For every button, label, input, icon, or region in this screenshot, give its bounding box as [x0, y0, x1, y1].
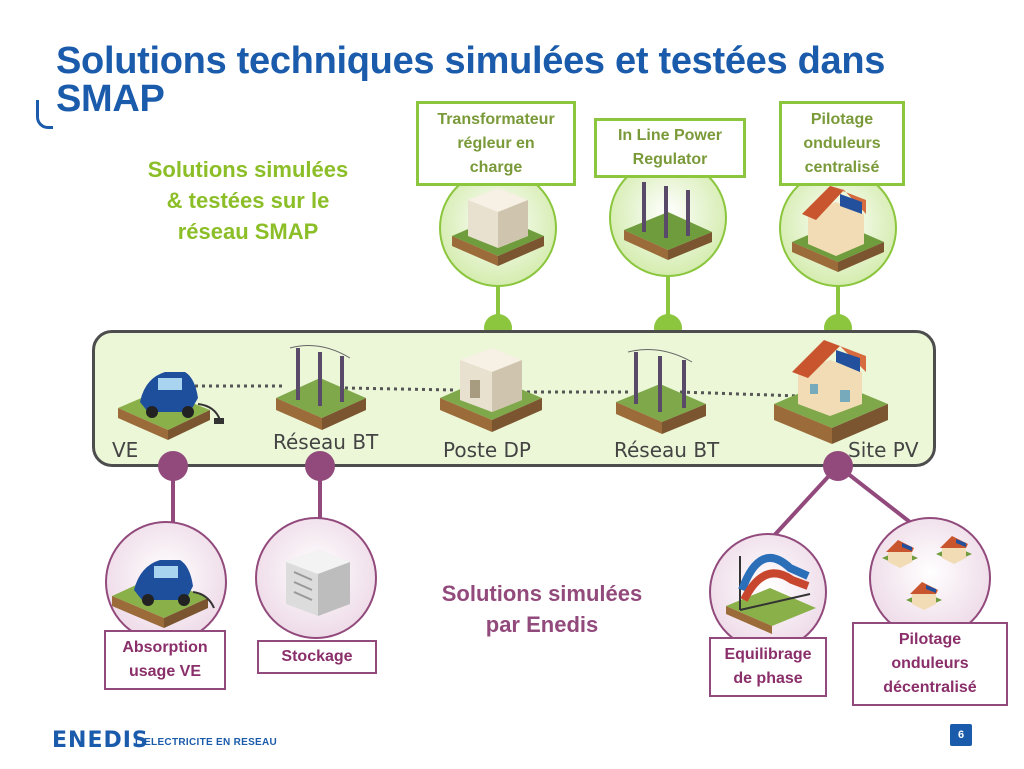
power-line-icon [624, 182, 712, 260]
box-line: charge [469, 158, 523, 176]
purple-heading-line: par Enedis [485, 612, 599, 637]
purple-section-heading: Solutions simulées par Enedis [420, 578, 664, 640]
node-label-reseau-bt-1: Réseau BT [273, 430, 379, 454]
battery-storage-icon [286, 550, 350, 616]
electric-car-icon [118, 372, 224, 440]
green-heading-line: & testées sur le [166, 188, 330, 213]
power-line-icon [616, 349, 706, 434]
solar-houses-icon [882, 536, 972, 610]
footer-tagline: L'ELECTRICITE EN RESEAU [135, 737, 278, 748]
box-line: onduleurs [891, 655, 969, 672]
box-line: centralisé [804, 158, 880, 176]
substation-icon [440, 348, 542, 432]
green-box-regulator: In Line Power Regulator [594, 118, 746, 178]
box-line: Pilotage [898, 631, 962, 648]
green-box-inverter-central: Pilotage onduleurs centralisé [779, 101, 905, 186]
box-line: Pilotage [810, 110, 874, 128]
solar-house-icon [792, 186, 884, 272]
node-label-reseau-bt-2: Réseau BT [614, 438, 720, 462]
purple-box-phase: Equilibrage de phase [709, 637, 827, 697]
purple-heading-line: Solutions simulées [441, 581, 643, 606]
box-line: Stockage [281, 648, 353, 665]
box-line: Transformateur [437, 110, 555, 128]
box-line: Absorption [122, 639, 208, 656]
box-line: Equilibrage [724, 646, 812, 663]
title-bracket-mark [36, 100, 53, 129]
enedis-logo: ENEDIS [52, 728, 149, 753]
network-dotted-link [195, 384, 801, 398]
electric-car-icon [112, 560, 215, 628]
purple-box-ev: Absorption usage VE [104, 630, 226, 690]
power-line-icon [276, 345, 366, 430]
substation-icon [452, 188, 544, 266]
box-line: onduleurs [803, 134, 881, 152]
green-box-transformer: Transformateur régleur en charge [416, 101, 576, 186]
node-label-ve: VE [112, 438, 139, 462]
green-section-heading: Solutions simulées & testées sur le rése… [128, 154, 368, 247]
node-label-site-pv: Site PV [848, 438, 919, 462]
box-line: usage VE [128, 663, 201, 680]
node-label-poste-dp: Poste DP [443, 438, 531, 462]
green-heading-line: Solutions simulées [147, 157, 349, 182]
box-line: de phase [733, 670, 803, 687]
box-line: In Line Power [617, 127, 722, 144]
solar-house-icon [774, 340, 888, 444]
purple-box-inverter-decentral: Pilotage onduleurs décentralisé [852, 622, 1008, 706]
phase-balance-icon [726, 554, 816, 634]
box-line: décentralisé [883, 679, 977, 696]
box-line: régleur en [457, 134, 535, 152]
box-line: Regulator [632, 151, 708, 168]
purple-box-storage: Stockage [257, 640, 377, 674]
green-heading-line: réseau SMAP [177, 219, 319, 244]
page-number: 6 [950, 724, 972, 746]
slide-title: Solutions techniques simulées et testées… [56, 40, 886, 120]
